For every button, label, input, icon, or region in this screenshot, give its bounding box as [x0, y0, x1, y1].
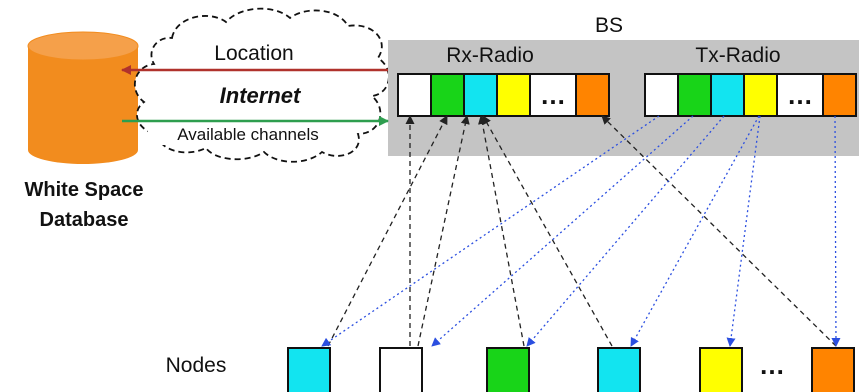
rx-radio-channels: …	[397, 73, 610, 117]
uplink-arrow	[327, 115, 448, 347]
internet-label: Internet	[220, 83, 302, 108]
uplink-arrow	[482, 115, 613, 347]
tx-channel-green	[677, 73, 712, 117]
rx-ellipsis: …	[540, 80, 566, 110]
tx-channel-yellow	[743, 73, 778, 117]
tx-radio-channels: …	[644, 73, 857, 117]
location-label-bg	[198, 38, 310, 64]
downlink-arrow	[831, 115, 841, 347]
tx-channel-orange	[822, 73, 857, 117]
downlink-arrow	[726, 115, 761, 347]
node-orange	[811, 347, 855, 392]
rx-channel-green	[430, 73, 465, 117]
database-label-line1: White Space	[25, 179, 144, 201]
node-ellipsis: …	[759, 350, 785, 380]
bs-label: BS	[595, 14, 623, 37]
rx-channel-cyan	[463, 73, 498, 117]
available-label-bg	[148, 123, 348, 145]
uplink-arrow	[417, 115, 470, 347]
rx-radio-label: Rx-Radio	[446, 44, 534, 67]
tx-channel-cyan	[710, 73, 745, 117]
links	[321, 115, 841, 347]
nodes-row: …	[287, 347, 855, 392]
uplink-arrow	[478, 115, 525, 347]
tx-ellipsis: …	[787, 80, 813, 110]
rx-channel-orange	[575, 73, 610, 117]
tx-channel-white	[644, 73, 679, 117]
rx-channel-white	[397, 73, 432, 117]
database-label-line2: Database	[40, 209, 129, 231]
node-yellow	[699, 347, 743, 392]
uplink-arrow	[601, 115, 837, 347]
location-label: Location	[214, 42, 293, 65]
downlink-arrow	[526, 115, 725, 347]
node-cyan	[287, 347, 331, 392]
nodes-label: Nodes	[166, 354, 227, 377]
node-green	[486, 347, 530, 392]
rx-channel-yellow	[496, 73, 531, 117]
downlink-arrow	[630, 115, 760, 347]
node-white	[379, 347, 423, 392]
downlink-arrow	[321, 115, 660, 347]
available-channels-label: Available channels	[177, 125, 318, 144]
database-cylinder-icon	[27, 31, 139, 164]
node-cyan	[597, 347, 641, 392]
tx-radio-label: Tx-Radio	[695, 44, 780, 67]
